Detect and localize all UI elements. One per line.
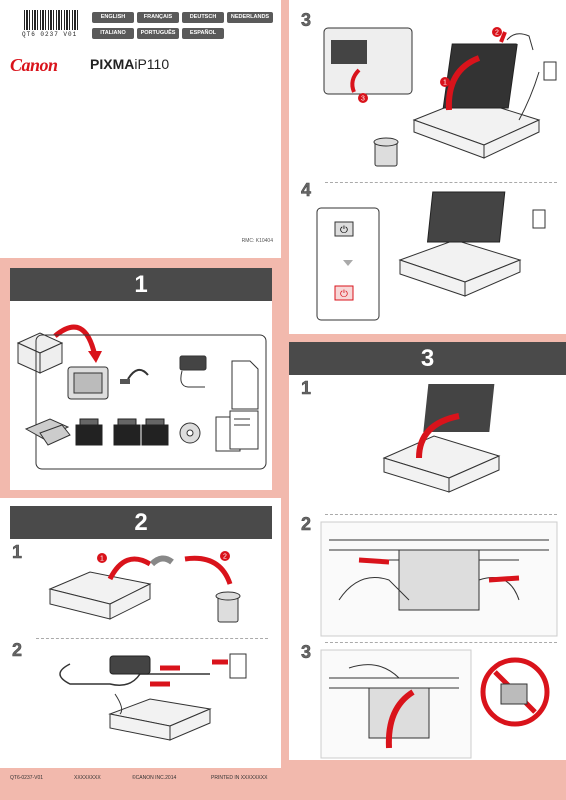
divider [36,638,268,639]
printer-icon [382,435,501,493]
remove-tape-illustration: 1 2 3 [323,27,557,167]
section-2-step-2: 2 [12,640,23,661]
printer-icon [412,97,541,159]
raise-holder-illustration [320,649,550,759]
power-on-illustration: ⏻ ⏻ [316,191,546,321]
rmc-code: RMC: K10404 [241,238,273,244]
callout-2: 2 [223,554,227,561]
callout-2: 2 [495,30,499,37]
chevron-down-icon [343,260,353,266]
cable-icon [127,368,149,380]
footer-copyright: ©CANON INC.2014 [132,775,177,781]
ink-cartridge-icon [75,418,169,446]
power-cord-icon [59,663,210,686]
hand-icon [506,33,534,51]
section-3-panel: 3 1 2 3 [289,342,566,760]
cover-panel: QT6 0237 V01 ENGLISH FRANÇAIS DEUTSCH NE… [0,0,281,258]
footer-xxx: XXXXXXXX [74,775,101,781]
barcode-text: QT6 0237 V01 [22,31,78,38]
power-adapter-icon [179,355,207,388]
connect-power-illustration [59,653,247,741]
lang-deutsch[interactable]: DEUTSCH [182,12,224,23]
model-name: PIXMAiP110 [90,56,169,72]
tape-icon [149,555,174,567]
manuals-icon [215,410,259,452]
lang-nederlands[interactable]: NEDERLANDS [227,12,273,23]
printer-icon [108,698,212,741]
lang-english[interactable]: ENGLISH [92,12,134,23]
wall-outlet-icon [532,209,546,229]
lang-espanol[interactable]: ESPAÑOL [182,28,224,39]
remove-tape-inside-illustration [320,521,558,637]
open-cover-illustration [382,384,501,493]
power-button-icon [334,221,354,237]
section-3-step-2: 2 [301,514,312,535]
section-1-header: 1 [10,268,272,301]
brand-logo: Canon [10,55,58,75]
divider [325,182,557,183]
right-top-panel: 3 4 1 2 3 ⏻ ⏻ [289,0,566,334]
box-icon [16,332,64,374]
footer-code: QT6-0237-V01 [10,775,44,781]
section-3-header: 3 [289,342,566,375]
model-prefix: PIXMA [90,56,135,72]
wall-outlet-icon [543,61,557,81]
trash-can-icon [215,591,241,623]
footer-printed: PRINTED IN XXXXXXXX [211,775,268,781]
callout-1: 1 [443,80,447,87]
model-number: iP110 [134,56,170,72]
section-3-step-1: 1 [301,378,312,399]
section-3-step-3: 3 [301,642,312,663]
section-2-panel: 2 1 2 1 2 [0,498,281,768]
contents-frame [35,334,267,470]
printer-icon [48,571,152,620]
step-4: 4 [301,180,312,201]
lang-francais[interactable]: FRANÇAIS [137,12,179,23]
barcode [24,10,80,30]
leaflet-icon [231,360,259,410]
paper-support [442,43,518,109]
power-adapter-icon [109,655,151,675]
package-contents-illustration [16,324,267,470]
svg-text:⏻: ⏻ [340,289,348,300]
step-3: 3 [301,10,312,31]
power-lamp-icon [334,285,354,301]
divider [325,514,557,515]
svg-text:⏻: ⏻ [340,225,348,236]
section-2-step-1: 1 [12,542,23,563]
lang-portugues[interactable]: PORTUGUÊS [137,28,179,39]
printer-icon [398,239,522,297]
unpack-arrow [53,324,98,357]
cd-rom-icon [179,422,201,444]
lang-italiano[interactable]: ITALIANO [92,28,134,39]
print-head-holder-icon [67,366,109,400]
callout-1: 1 [100,556,104,563]
wall-outlet-icon [229,653,247,679]
section-2-header: 2 [10,506,272,539]
unwrap-printer-illustration: 1 2 [48,551,241,623]
section-1-panel: 1 [10,268,272,490]
callout-3: 3 [361,96,365,103]
prohibited-icon [480,657,550,727]
trash-can-icon [373,137,399,167]
divider [325,642,557,643]
print-head-icon [24,418,71,446]
